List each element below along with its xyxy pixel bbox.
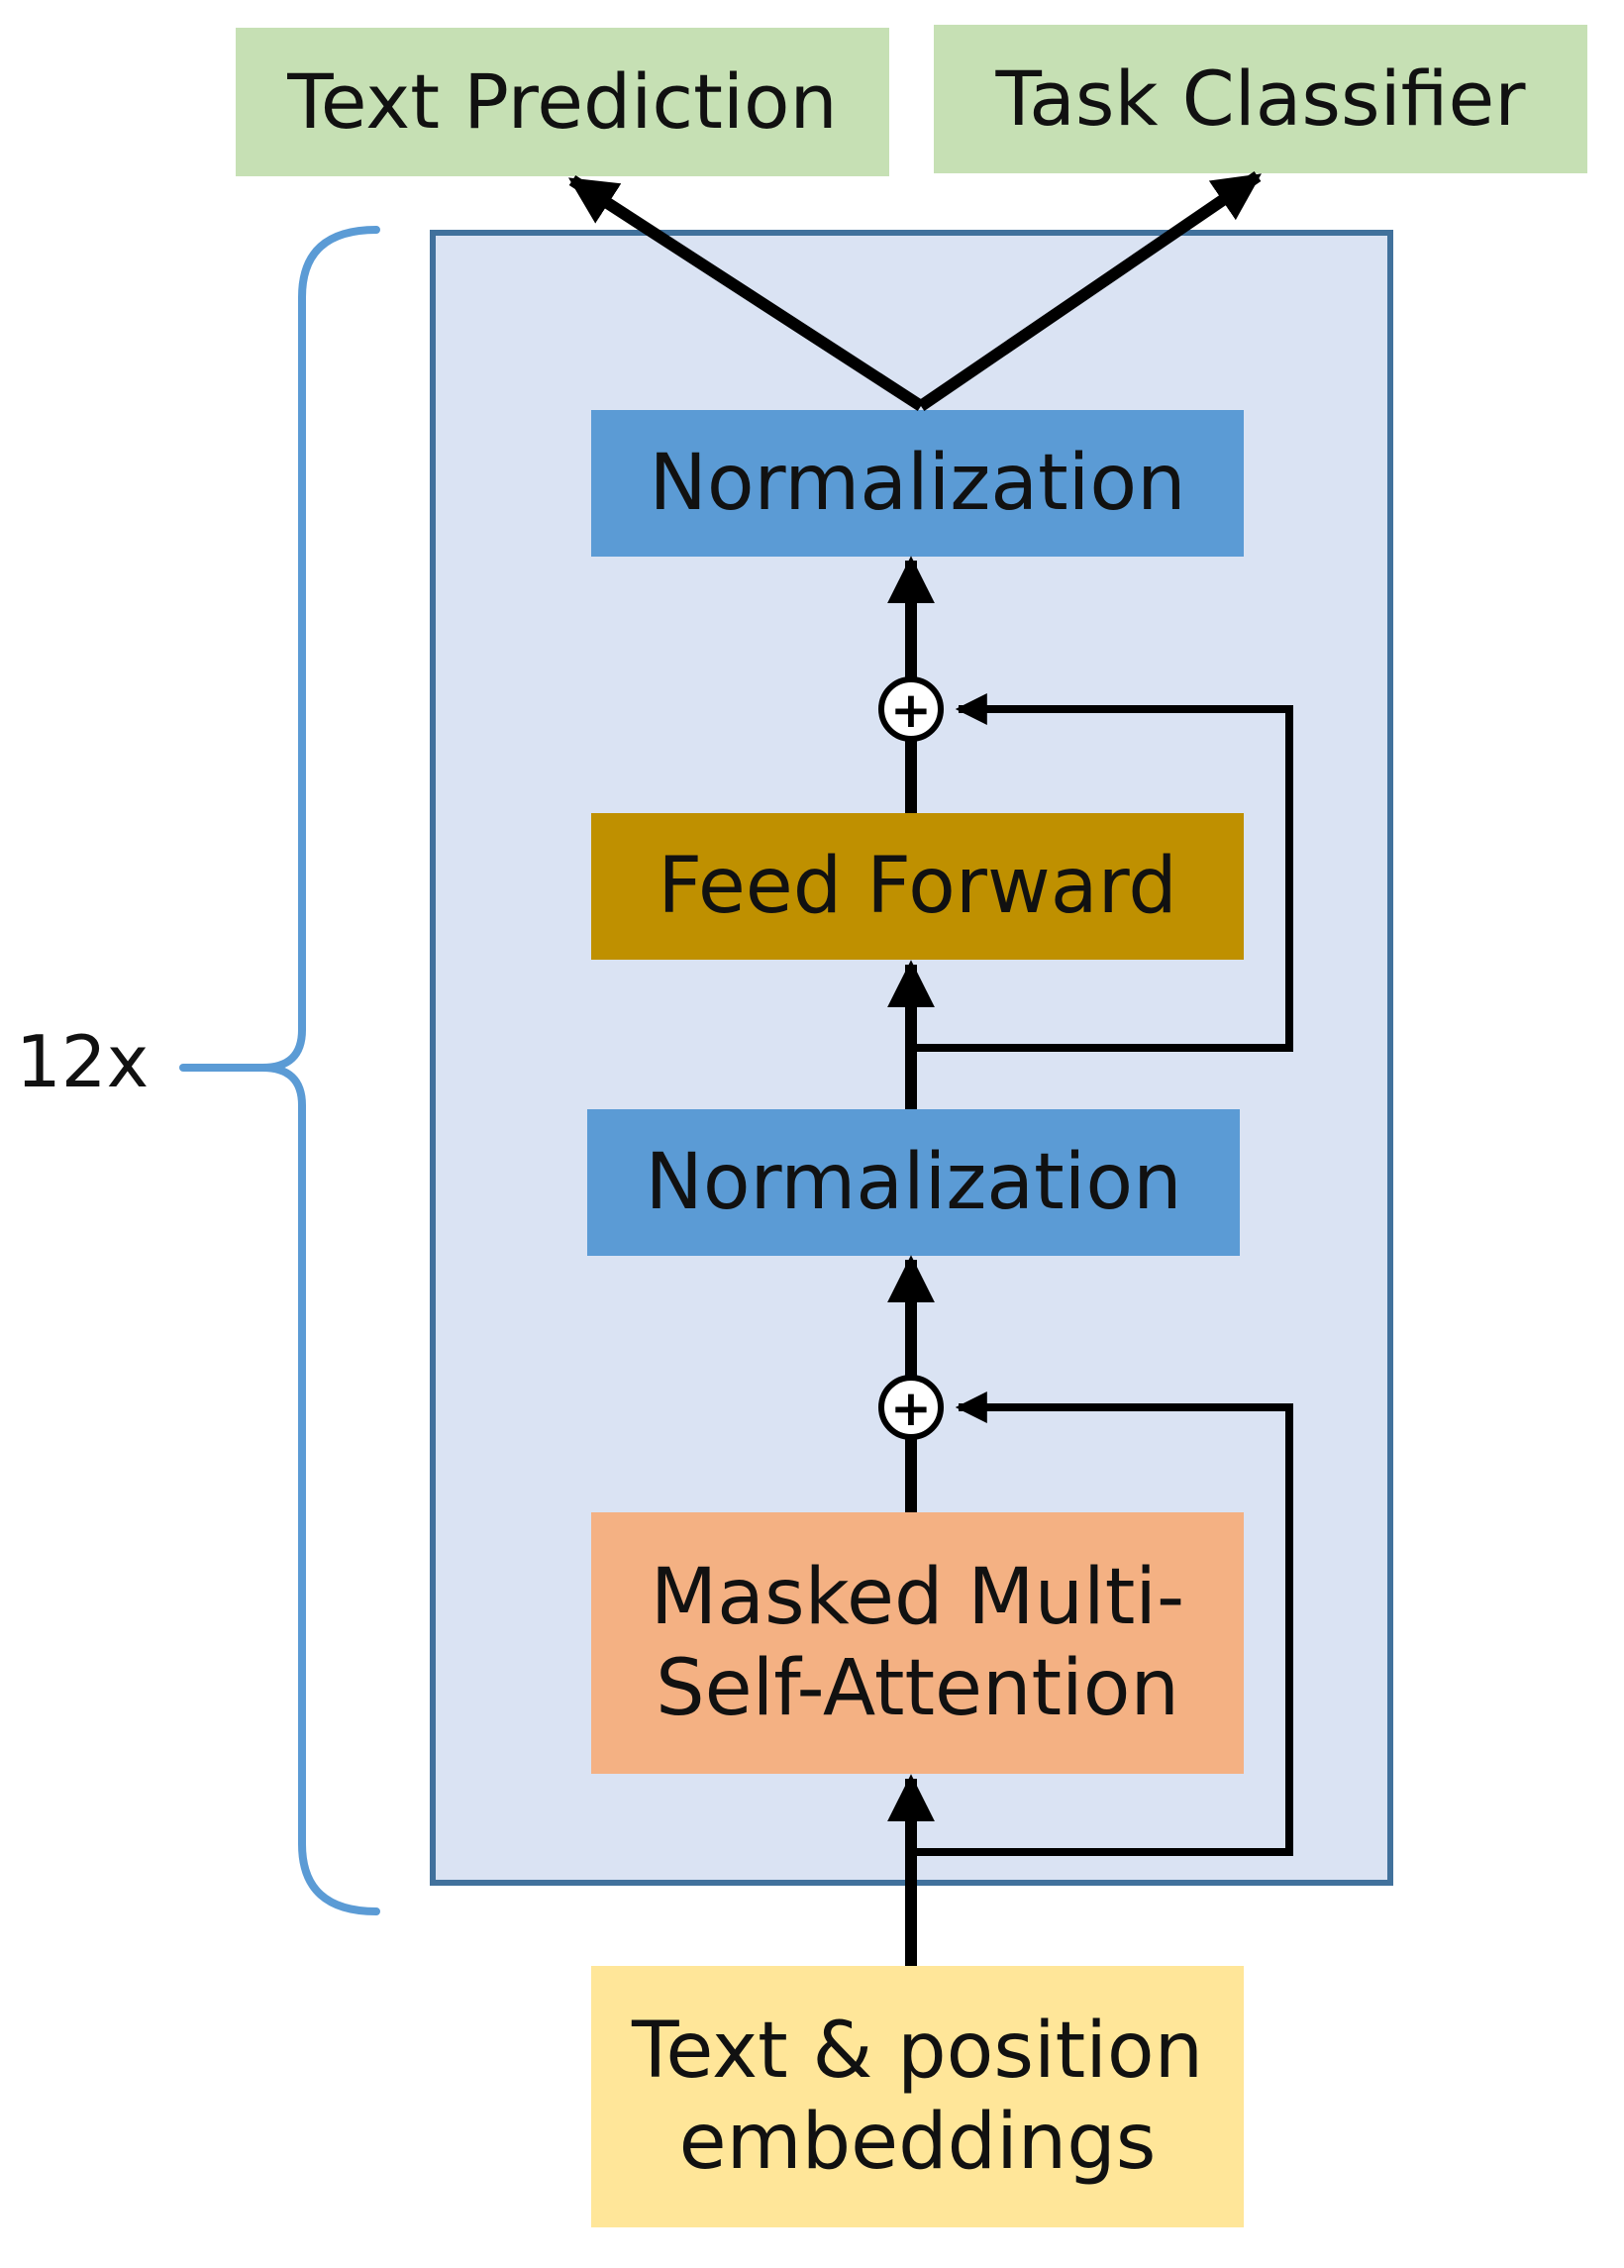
feed-forward-box: Feed Forward <box>591 813 1244 960</box>
adder-node-top: + <box>878 676 944 742</box>
adder-node-bottom: + <box>878 1375 944 1440</box>
text-prediction-label: Text Prediction <box>287 57 838 147</box>
repeat-count-label: 12x <box>16 1020 150 1103</box>
arrow-to-task-classifier <box>917 171 1262 411</box>
arrow-to-text-prediction <box>567 174 925 412</box>
task-classifier-box: Task Classifier <box>934 25 1587 173</box>
residual-connection-2 <box>911 693 1293 1052</box>
normalization-bottom-label: Normalization <box>645 1137 1182 1227</box>
adder-bottom-symbol: + <box>890 1380 932 1437</box>
input-embeddings-box: Text & position embeddings <box>591 1966 1244 2227</box>
feed-forward-label: Feed Forward <box>658 841 1177 931</box>
repeat-brace <box>261 226 380 1915</box>
text-prediction-box: Text Prediction <box>236 28 889 176</box>
masked-attention-label-line2: Self-Attention <box>656 1644 1179 1733</box>
input-embeddings-label-line2: embeddings <box>678 2098 1157 2187</box>
masked-attention-label-line1: Masked Multi- <box>650 1552 1185 1642</box>
normalization-bottom-box: Normalization <box>587 1109 1240 1256</box>
normalization-top-label: Normalization <box>649 438 1186 528</box>
masked-attention-box: Masked Multi- Self-Attention <box>591 1512 1244 1774</box>
task-classifier-label: Task Classifier <box>995 54 1526 144</box>
normalization-top-box: Normalization <box>591 410 1244 557</box>
residual-connection-1 <box>911 1392 1293 1856</box>
adder-top-symbol: + <box>890 681 932 739</box>
input-embeddings-label-line1: Text & position <box>631 2006 1204 2096</box>
